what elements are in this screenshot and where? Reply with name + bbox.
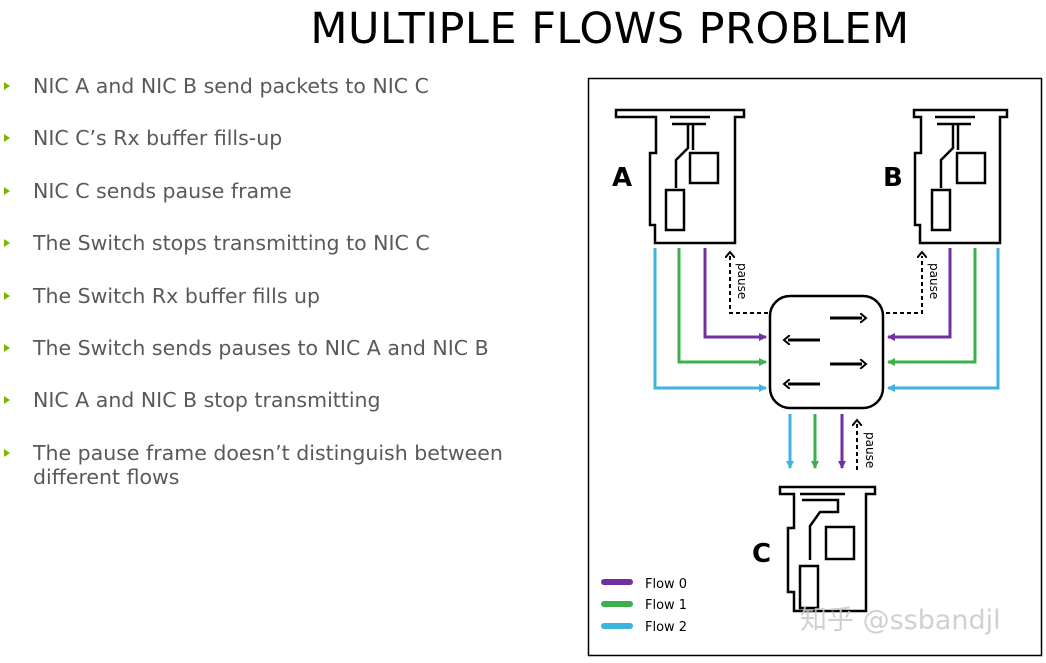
bullet-text: The Switch sends pauses to NIC A and NIC… bbox=[33, 335, 489, 360]
bullet-marker-icon bbox=[4, 291, 10, 300]
bullet-text: NIC A and NIC B send packets to NIC C bbox=[33, 74, 429, 98]
legend-flow2-label: Flow 2 bbox=[645, 620, 687, 635]
flow2-a-to-switch bbox=[653, 248, 767, 392]
switch-icon bbox=[768, 294, 885, 410]
bullet-marker-icon bbox=[4, 396, 10, 405]
watermark: 知乎 @ssbandjl bbox=[800, 605, 1001, 636]
bullet-marker-icon bbox=[4, 134, 10, 143]
bullet-text: The Switch stops transmitting to NIC C bbox=[33, 231, 430, 256]
bullet-item: The Switch stops transmitting to NIC C bbox=[0, 231, 540, 283]
pause-label-c: pause bbox=[863, 432, 877, 468]
bullet-text: The Switch Rx buffer fills up bbox=[33, 283, 321, 308]
nic-a-card-icon bbox=[614, 108, 746, 245]
bullet-item: The Switch Rx buffer fills up bbox=[0, 284, 540, 336]
bullet-marker-icon bbox=[4, 343, 10, 352]
bullet-item: NIC C sends pause frame bbox=[0, 179, 540, 231]
flow0-a-to-switch bbox=[703, 248, 767, 341]
flow0-b-to-switch bbox=[887, 248, 952, 341]
flow2-b-to-switch bbox=[887, 248, 1000, 392]
flow1-a-to-switch bbox=[677, 248, 767, 366]
bullet-item: NIC C’s Rx buffer fills-up bbox=[0, 126, 540, 178]
pause-label-b: pause bbox=[927, 263, 941, 299]
nic-b-card-icon bbox=[912, 108, 1009, 245]
bullet-text: NIC C’s Rx buffer fills-up bbox=[33, 126, 283, 151]
legend-flow1-label: Flow 1 bbox=[645, 598, 687, 613]
bullet-marker-icon bbox=[4, 239, 10, 248]
pause-switch-to-b bbox=[886, 256, 922, 314]
bullet-marker-icon bbox=[4, 448, 10, 457]
page-title: MULTIPLE FLOWS PROBLEM bbox=[310, 4, 910, 54]
bullet-item: The Switch sends pauses to NIC A and NIC… bbox=[0, 336, 540, 388]
bullet-item: The pause frame doesn’t distinguish betw… bbox=[0, 441, 540, 493]
nic-c-label: C bbox=[752, 539, 771, 569]
flow-diagram: A B C pause pause pause bbox=[587, 77, 1043, 657]
nic-c-card-icon bbox=[778, 485, 877, 613]
bullet-text: NIC C sends pause frame bbox=[33, 178, 292, 203]
nic-a-label: A bbox=[612, 163, 632, 193]
bullet-text: NIC A and NIC B stop transmitting bbox=[33, 388, 381, 413]
bullet-item: NIC A and NIC B send packets to NIC C bbox=[0, 74, 540, 126]
bullet-marker-icon bbox=[4, 82, 10, 90]
flow1-b-to-switch bbox=[887, 248, 977, 366]
legend: Flow 0 Flow 1 Flow 2 bbox=[601, 577, 687, 635]
pause-label-a: pause bbox=[735, 263, 749, 299]
bullet-marker-icon bbox=[4, 186, 10, 195]
pause-switch-to-a bbox=[730, 256, 768, 314]
bullet-list: NIC A and NIC B send packets to NIC C NI… bbox=[0, 74, 540, 493]
bullet-text: The pause frame doesn’t distinguish betw… bbox=[33, 440, 503, 489]
bullet-item: NIC A and NIC B stop transmitting bbox=[0, 388, 540, 440]
legend-flow0-label: Flow 0 bbox=[645, 577, 687, 592]
nic-b-label: B bbox=[883, 163, 903, 193]
